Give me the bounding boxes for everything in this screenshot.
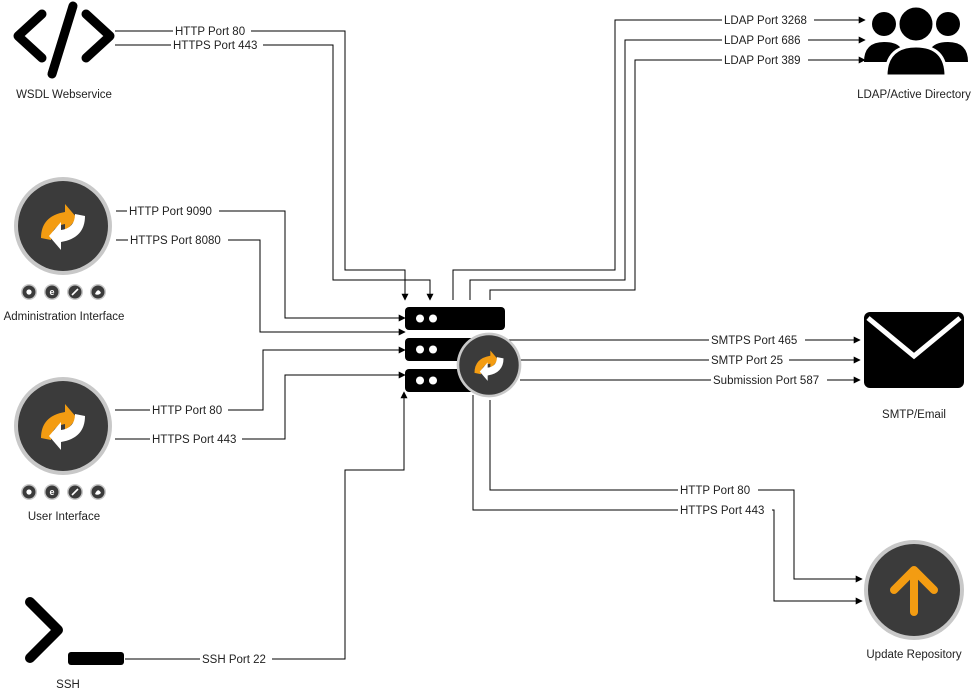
label-ldap-686: LDAP Port 686 — [724, 35, 801, 47]
node-ldap: LDAP/Active Directory — [857, 4, 971, 101]
label-ssh: SSH Port 22 — [202, 654, 266, 666]
app-logo-icon — [456, 332, 522, 398]
ldap-label: LDAP/Active Directory — [857, 89, 971, 101]
wire-ldap-389 — [489, 56, 866, 300]
user-group-icon — [864, 4, 968, 78]
upload-arrow-icon — [864, 540, 964, 640]
admin-label: Administration Interface — [4, 311, 125, 323]
wire-update-http — [489, 400, 863, 583]
label-user-https: HTTPS Port 443 — [152, 434, 236, 446]
app-logo-icon — [14, 377, 112, 475]
label-update-https: HTTPS Port 443 — [680, 505, 764, 517]
terminal-prompt-icon — [25, 597, 124, 665]
label-wsdl-https: HTTPS Port 443 — [173, 40, 257, 52]
wsdl-label: WSDL Webservice — [16, 89, 112, 101]
app-logo-icon — [14, 177, 112, 275]
label-admin-https: HTTPS Port 8080 — [130, 235, 221, 247]
node-update: Update Repository — [864, 540, 964, 661]
smtp-label: SMTP/Email — [882, 409, 946, 421]
node-wsdl: WSDL Webservice — [13, 1, 115, 101]
label-ldap-389: LDAP Port 389 — [724, 55, 801, 67]
label-user-http: HTTP Port 80 — [152, 405, 222, 417]
node-server — [405, 307, 522, 398]
user-label: User Interface — [28, 511, 100, 523]
label-smtp: SMTP Port 25 — [711, 355, 783, 367]
wire-ldap-686 — [469, 36, 866, 300]
label-smtps: SMTPS Port 465 — [711, 335, 797, 347]
update-label: Update Repository — [866, 649, 961, 661]
envelope-icon — [864, 312, 964, 388]
wire-update-https — [472, 395, 863, 605]
label-update-http: HTTP Port 80 — [680, 485, 750, 497]
node-smtp: SMTP/Email — [864, 312, 964, 421]
code-brackets-icon — [13, 1, 115, 79]
browser-icons — [20, 483, 107, 501]
wire-user-http — [115, 346, 406, 411]
wire-ldap-3268 — [452, 16, 866, 300]
ssh-label: SSH — [56, 679, 80, 691]
node-admin: Administration Interface — [4, 177, 125, 323]
label-ldap-3268: LDAP Port 3268 — [724, 15, 807, 27]
node-ssh: SSH — [25, 597, 124, 691]
wire-wsdl-https — [115, 44, 434, 301]
label-submission: Submission Port 587 — [713, 375, 819, 387]
edge-labels: HTTP Port 80 HTTPS Port 443 HTTP Port 90… — [127, 13, 827, 666]
browser-icons — [20, 283, 107, 301]
label-wsdl-http: HTTP Port 80 — [175, 26, 245, 38]
node-user: User Interface — [14, 377, 112, 523]
label-admin-http: HTTP Port 9090 — [129, 206, 212, 218]
